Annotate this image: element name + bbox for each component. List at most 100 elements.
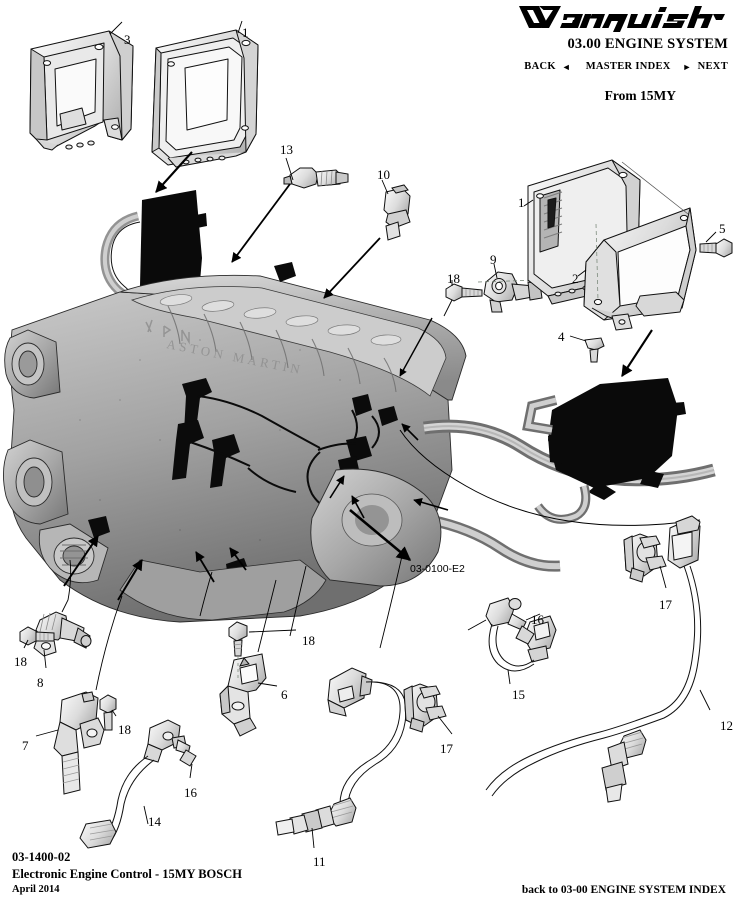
nav-next-link[interactable]: NEXT [697, 61, 728, 73]
assembly-arrow-coil-mid [229, 547, 247, 571]
assembly-arrow-7 [117, 559, 143, 601]
callout-9: 9 [490, 252, 497, 267]
assembly-arrow-coil-left [195, 551, 215, 583]
part-ecu-bracket-2 [583, 207, 697, 331]
callout-6: 6 [281, 687, 288, 702]
leader-3 [109, 21, 123, 35]
assembly-arrow-9 [399, 317, 433, 377]
callout-8: 8 [37, 675, 44, 690]
part-coil-connector-14 [79, 819, 117, 849]
leader-16-right [525, 613, 541, 621]
footer-description: Electronic Engine Control - 15MY BOSCH [12, 867, 242, 881]
nav-master-index-link[interactable]: MASTER INDEX [585, 61, 671, 73]
leader-15 [507, 669, 511, 685]
leader-12 [699, 689, 711, 711]
leader-9 [493, 263, 498, 279]
assembly-arrow-connector-low [413, 498, 449, 511]
part-bolt-4 [584, 337, 605, 363]
cross-reference-arrow [349, 509, 412, 561]
engine-wiring-harness [189, 395, 381, 511]
leader-14 [143, 805, 149, 825]
engine-assembly: ASTON MARTIN [3, 262, 716, 623]
page-footer: 03-1400-02 Electronic Engine Control - 1… [0, 846, 737, 902]
callout-14: 14 [148, 814, 161, 829]
callout-16-coil: 16 [184, 785, 197, 800]
page-title: 03.00 ENGINE SYSTEM [567, 36, 728, 52]
align-line-2b [595, 223, 599, 301]
leader-18-knock [23, 639, 29, 649]
footer-document-number: 03-1400-02 [12, 850, 71, 864]
leader-2 [577, 269, 587, 277]
leader-1-top [237, 20, 243, 34]
nav-back-link[interactable]: BACK [524, 61, 556, 73]
part-oxygen-sensor-12 [667, 515, 701, 569]
vanquish-logo [519, 6, 725, 32]
part-ignition-coil-14 [143, 719, 187, 763]
leader-16-coil [189, 763, 193, 779]
callout-12: 12 [720, 718, 733, 733]
callout-18-knock: 18 [14, 654, 27, 669]
callout-10: 10 [377, 167, 390, 182]
leader-1-right [523, 199, 534, 207]
part-oxygen-sensor-11 [327, 667, 373, 717]
next-arrow-icon: ► [682, 61, 692, 72]
assembly-arrow-13 [231, 183, 291, 263]
leader-17-right [659, 565, 667, 589]
callout-4: 4 [558, 329, 565, 344]
cross-reference-label[interactable]: 03-0100-E2 [410, 563, 465, 575]
leader-8 [43, 649, 47, 669]
part-bracket-fitted-black [548, 378, 686, 500]
callout-3: 3 [124, 32, 131, 47]
callout-2: 2 [572, 271, 579, 286]
model-year-label: From 15MY [604, 88, 676, 103]
part-ecu-bracket-3 [29, 30, 134, 151]
part-ecu-module-1 [151, 29, 259, 168]
assembly-arrow-harness [329, 475, 345, 499]
part-bolt-18-crank [445, 283, 483, 302]
callout-15: 15 [512, 687, 525, 702]
leader-13 [285, 157, 294, 181]
callout-18-sol: 18 [118, 722, 131, 737]
part-bolt-16-right [507, 613, 535, 645]
leader-6 [257, 682, 278, 687]
callout-11: 11 [313, 854, 326, 869]
leader-18-map [248, 629, 297, 633]
part-map-sensor-6 [219, 653, 267, 737]
assembly-arrow-connector-right [401, 423, 419, 441]
part-bolt-18-map [228, 621, 248, 657]
footer-index-link[interactable]: back to 03-00 ENGINE SYSTEM INDEX [521, 884, 726, 896]
leader-11 [311, 827, 315, 849]
back-arrow-icon: ◄ [561, 61, 571, 72]
header-navigation[interactable]: BACK ◄ MASTER INDEX ► NEXT [524, 61, 728, 72]
part-clip-17-right [623, 533, 667, 583]
callout-13: 13 [280, 142, 293, 157]
callout-7: 7 [22, 738, 29, 753]
part-bolt-5 [699, 238, 733, 258]
part-lambda-probe-12 [601, 729, 647, 803]
part-crank-sensor-9 [483, 271, 543, 313]
footer-date: April 2014 [12, 884, 60, 895]
leader-7 [35, 729, 59, 737]
leader-18-solenoid [111, 709, 117, 717]
assembly-arrow-bracket [621, 329, 653, 377]
part-clip-17-bottom [403, 683, 447, 733]
callout-17-bottom: 17 [440, 741, 453, 756]
leader-long-right [399, 429, 701, 526]
assembly-arrow-ecu [155, 151, 193, 193]
assembly-arrow-10 [323, 237, 381, 299]
part-sensor-10 [383, 184, 411, 241]
align-line-2a [621, 161, 689, 215]
assembly-arrow-8 [63, 535, 99, 587]
callout-5: 5 [719, 221, 726, 236]
leader-10 [381, 179, 389, 195]
callout-16-right: 16 [531, 612, 544, 627]
part-assembly-15 [485, 597, 557, 663]
callout-18-map: 18 [302, 633, 315, 648]
callout-18-crank: 18 [447, 271, 460, 286]
assembly-arrow-harness-2 [351, 495, 365, 519]
callout-17-right: 17 [659, 597, 672, 612]
callout-1-ecu: 1 [518, 195, 525, 210]
